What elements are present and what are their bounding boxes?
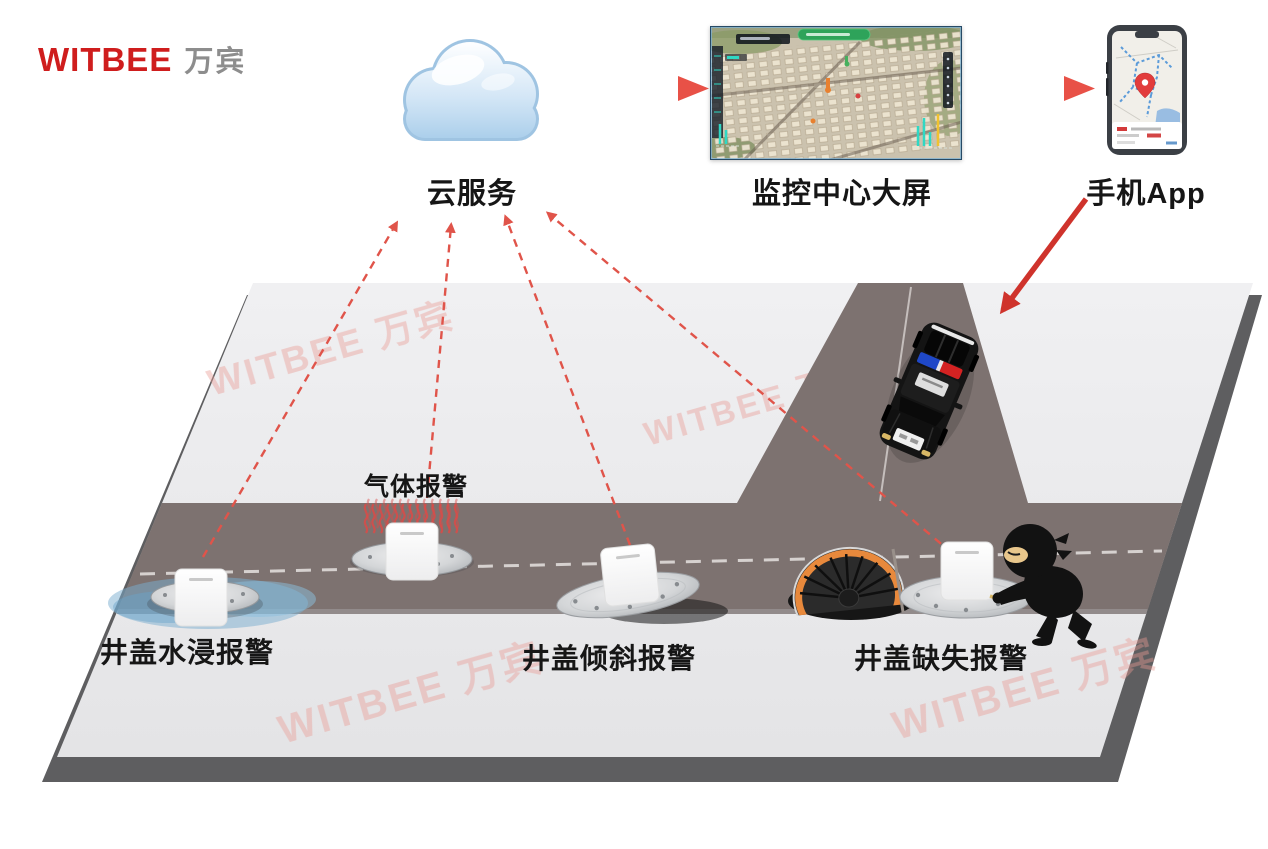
gas-alarm-label: 气体报警: [364, 473, 469, 501]
monitor-label: 监控中心大屏: [751, 178, 933, 210]
arrow-cloud-to-monitor: [586, 76, 709, 101]
sensor-device: [174, 568, 228, 627]
sensor-device: [385, 522, 439, 581]
police-lightbar: [917, 352, 963, 380]
arrow-phone-to-road: [999, 197, 1089, 315]
uplink-arrow-tilt: [503, 214, 632, 546]
missing-alarm-label: 井盖缺失报警: [854, 643, 1029, 674]
phone-map-preview: [1106, 25, 1187, 155]
phone-mockup: [1106, 24, 1188, 156]
uplink-arrow-gas: [425, 221, 456, 499]
sensor-device: [940, 541, 994, 601]
road-centerline: [139, 549, 1163, 576]
uplink-arrow-water: [201, 220, 399, 558]
brand-logo-en: WITBEE: [38, 41, 173, 78]
water-alarm-label: 井盖水浸报警: [100, 637, 275, 668]
thief-figure: [989, 524, 1097, 649]
sensor-device: [600, 543, 660, 607]
manhole-tilt: [556, 543, 728, 624]
phone-label: 手机App: [1086, 178, 1206, 210]
manhole-gas: [350, 497, 474, 581]
arrow-monitor-to-phone: [980, 76, 1095, 101]
monitor-screen: [685, 25, 996, 175]
uplink-arrow-missing: [545, 211, 953, 554]
tilt-alarm-label: 井盖倾斜报警: [522, 643, 697, 674]
brand-logo: WITBEE 万宾: [38, 38, 246, 80]
big-screen-preview: [685, 25, 996, 175]
manhole-missing: [788, 541, 1033, 620]
cloud-label: 云服务: [426, 178, 518, 210]
brand-logo-cn: 万宾: [184, 46, 247, 78]
cloud-icon: [386, 26, 558, 162]
uplink-arrows: [201, 211, 953, 558]
manhole-water: [108, 568, 316, 629]
police-car: [879, 322, 980, 463]
